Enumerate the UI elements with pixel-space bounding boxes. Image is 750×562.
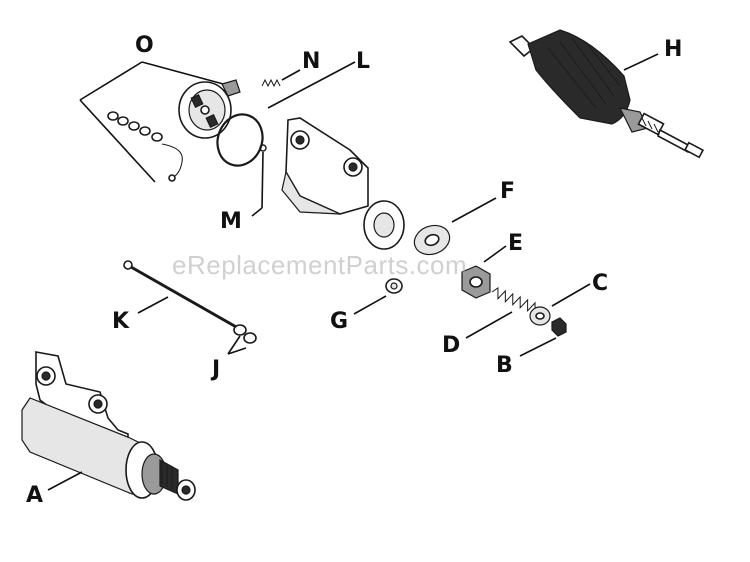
part-k-through-bolt: [123, 260, 239, 330]
callout-c: C: [592, 271, 608, 296]
callout-e: E: [508, 231, 523, 256]
callout-g: G: [330, 309, 348, 334]
part-d-spring: [465, 286, 542, 339]
callout-k: K: [112, 309, 130, 334]
callout-l: L: [356, 49, 370, 74]
callout-m: M: [220, 209, 242, 234]
part-c-spring-cup: [529, 283, 591, 326]
part-e-drive-nut: [461, 245, 507, 299]
part-h-armature: [508, 29, 705, 159]
part-n-spring: [261, 69, 301, 88]
part-a-starter-motor: [21, 351, 196, 501]
callout-a: A: [26, 483, 43, 508]
callout-o: O: [135, 33, 154, 58]
part-o-brush-plate-assembly: [79, 61, 241, 183]
callout-b: B: [496, 353, 513, 378]
part-b-nut: [519, 317, 567, 357]
part-j-washers: [227, 324, 257, 355]
callout-d: D: [442, 333, 460, 358]
part-m-end-housing: [251, 117, 405, 250]
callout-j: J: [210, 357, 220, 382]
callout-f: F: [500, 179, 515, 204]
callout-n: N: [302, 49, 320, 74]
callout-h: H: [664, 37, 682, 62]
part-g-washer: [353, 278, 403, 315]
part-f-spacer: [413, 197, 497, 256]
